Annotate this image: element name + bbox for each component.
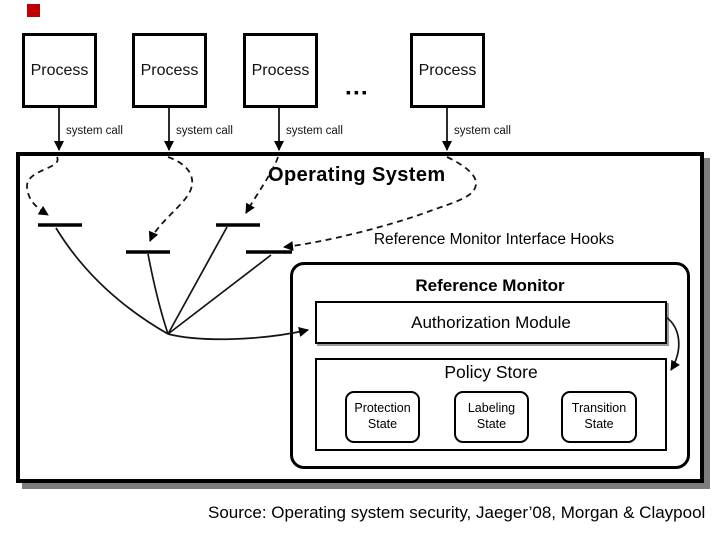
reference-monitor-hooks-label: Reference Monitor Interface Hooks xyxy=(373,231,615,248)
syscall-label-4: system call xyxy=(454,125,511,137)
source-citation: Source: Operating system security, Jaege… xyxy=(208,503,706,522)
process-box-4: Process xyxy=(410,33,485,108)
process-label: Process xyxy=(30,61,89,79)
process-box-2: Process xyxy=(132,33,207,108)
transition-state-label: Transition State xyxy=(571,401,627,431)
syscall-label-2: system call xyxy=(176,125,233,137)
policy-store-title: Policy Store xyxy=(444,362,538,382)
labeling-state-label: Labeling State xyxy=(467,401,516,431)
syscall-label-1: system call xyxy=(66,125,123,137)
protection-state-label: Protection State xyxy=(354,401,411,431)
process-box-3: Process xyxy=(243,33,318,108)
operating-system-title: Operating System xyxy=(268,164,446,186)
transition-state-box: Transition State xyxy=(561,391,637,443)
ellipsis-icon: ▪▪▪ xyxy=(346,84,370,100)
process-box-1: Process xyxy=(22,33,97,108)
process-label: Process xyxy=(251,61,310,79)
authorization-module-label: Authorization Module xyxy=(411,312,571,332)
process-label: Process xyxy=(140,61,199,79)
slide-bullet-decoration xyxy=(27,4,40,17)
process-label: Process xyxy=(418,61,477,79)
authorization-module-box: Authorization Module xyxy=(315,301,667,344)
reference-monitor-title: Reference Monitor xyxy=(415,276,565,295)
labeling-state-box: Labeling State xyxy=(454,391,529,443)
syscall-label-3: system call xyxy=(286,125,343,137)
protection-state-box: Protection State xyxy=(345,391,420,443)
